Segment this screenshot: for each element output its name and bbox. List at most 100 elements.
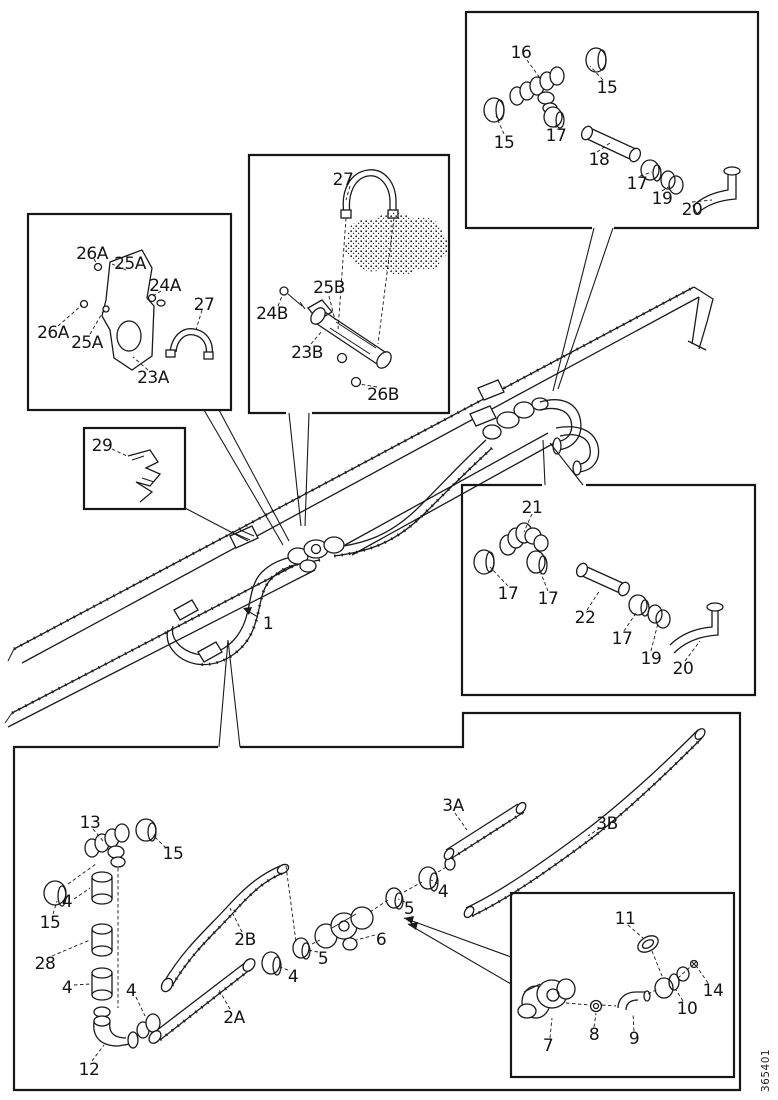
callout-18: 18 — [589, 150, 610, 170]
elbow-12-sketch — [93, 1006, 161, 1049]
hose-2A-sketch — [148, 958, 256, 1044]
elbow-hose-20-sketch — [692, 166, 741, 215]
callout-20: 20 — [682, 200, 703, 220]
callout-19: 19 — [652, 189, 673, 209]
nuts-26B-sketch — [336, 352, 362, 388]
y-connector-cluster — [287, 536, 345, 573]
elbow-fitting-21-sketch — [499, 522, 549, 556]
t-fitting-13-sketch — [84, 823, 130, 868]
callout-26B: 26B — [367, 385, 399, 405]
callout-17: 17 — [538, 589, 559, 609]
callout-17: 17 — [627, 174, 648, 194]
callout-22: 22 — [575, 608, 596, 628]
callout-17: 17 — [612, 629, 633, 649]
parts-left-box — [57, 249, 214, 371]
elbow-9-sketch — [617, 990, 651, 1011]
callout-13: 13 — [80, 813, 101, 833]
callout-4: 4 — [438, 882, 448, 902]
valve-6-sketch — [314, 906, 374, 951]
coupling-17-sketch — [526, 550, 548, 575]
cap-15-sketch — [483, 47, 607, 123]
callout-26A: 26A — [76, 244, 109, 264]
u-hose-27-sketch — [165, 328, 214, 360]
callout-15: 15 — [40, 913, 61, 933]
tube-22-sketch — [575, 562, 631, 597]
screw-26A — [93, 262, 103, 272]
callout-2B: 2B — [234, 930, 255, 950]
tube-18-sketch — [580, 125, 642, 163]
callout-7: 7 — [543, 1036, 553, 1056]
callout-24B: 24B — [256, 304, 288, 324]
callout-27: 27 — [333, 170, 354, 190]
hose-clamp — [173, 599, 199, 621]
detail-box-bracket-23A — [26, 212, 233, 412]
callout-24A: 24A — [149, 276, 182, 296]
box-leader-lines — [184, 227, 614, 985]
callout-10: 10 — [677, 999, 698, 1019]
parts-middle-box — [277, 169, 451, 388]
callout-17: 17 — [546, 126, 567, 146]
screw-24A — [147, 293, 157, 303]
tube-3B-sketch — [463, 728, 706, 919]
callout-19: 19 — [641, 649, 662, 669]
coupling-17-sketch — [640, 159, 662, 182]
parts-mid-right-box — [473, 513, 724, 662]
callout-12: 12 — [79, 1060, 100, 1080]
hose-clamp — [197, 641, 223, 663]
callout-1: 1 — [263, 614, 273, 634]
callout-29: 29 — [92, 436, 113, 456]
callout-4: 4 — [62, 978, 72, 998]
callout-28: 28 — [35, 954, 56, 974]
sleeve-4-sketch — [91, 967, 113, 1001]
callout-3B: 3B — [596, 814, 617, 834]
rings-19-sketch — [647, 604, 671, 629]
bracket-23B-sketch — [307, 299, 392, 369]
cap-4-sketch — [261, 951, 282, 976]
engine-stipple-blob — [344, 212, 451, 275]
hose-assembly-1 — [166, 379, 600, 667]
callout-25A: 25A — [114, 254, 147, 274]
rings-19-sketch — [660, 170, 684, 195]
drawing-number: 365401 — [760, 1049, 772, 1092]
callout-9: 9 — [629, 1029, 639, 1049]
callout-23B: 23B — [291, 343, 323, 363]
t-fitting-16-sketch — [509, 66, 565, 114]
coupling-17-sketch — [628, 594, 650, 617]
callout-16: 16 — [511, 43, 532, 63]
callout-21: 21 — [522, 498, 543, 518]
callout-5: 5 — [404, 899, 414, 919]
washer-25A — [102, 305, 110, 313]
hose-2B-sketch — [160, 863, 290, 993]
cap-4-sketch — [418, 866, 439, 892]
callout-4: 4 — [288, 967, 298, 987]
sleeve-4-sketch — [91, 871, 113, 905]
detail-box-bracket-23B — [247, 153, 451, 415]
callout-17: 17 — [498, 584, 519, 604]
callout-23A: 23A — [137, 368, 170, 388]
coupling-17-sketch — [543, 106, 565, 129]
detail-box-fittings-16-20 — [464, 10, 760, 230]
bolt-14-sketch — [689, 959, 699, 969]
callout-14: 14 — [703, 981, 724, 1001]
callout-3A: 3A — [442, 796, 464, 816]
detail-box-hoses-2-6 — [12, 711, 742, 1092]
callout-15: 15 — [597, 78, 618, 98]
parts-bottom-right-box — [517, 924, 709, 1039]
callout-8: 8 — [589, 1025, 599, 1045]
clip-11-sketch — [637, 935, 659, 953]
frame-connector-cluster — [469, 379, 600, 476]
detail-box-pump-7-14 — [509, 891, 736, 1079]
screw-26A — [79, 299, 89, 309]
callout-27: 27 — [194, 295, 215, 315]
callout-6: 6 — [376, 930, 386, 950]
detail-box-fittings-21-22 — [460, 483, 757, 697]
callout-25A: 25A — [71, 333, 104, 353]
pump-7-sketch — [517, 978, 576, 1019]
callout-2A: 2A — [223, 1008, 245, 1028]
ferrule-5-sketch — [385, 887, 404, 910]
fitting-10-sketch — [654, 966, 690, 999]
parts-top-right-box — [483, 47, 741, 215]
callout-5: 5 — [318, 949, 328, 969]
